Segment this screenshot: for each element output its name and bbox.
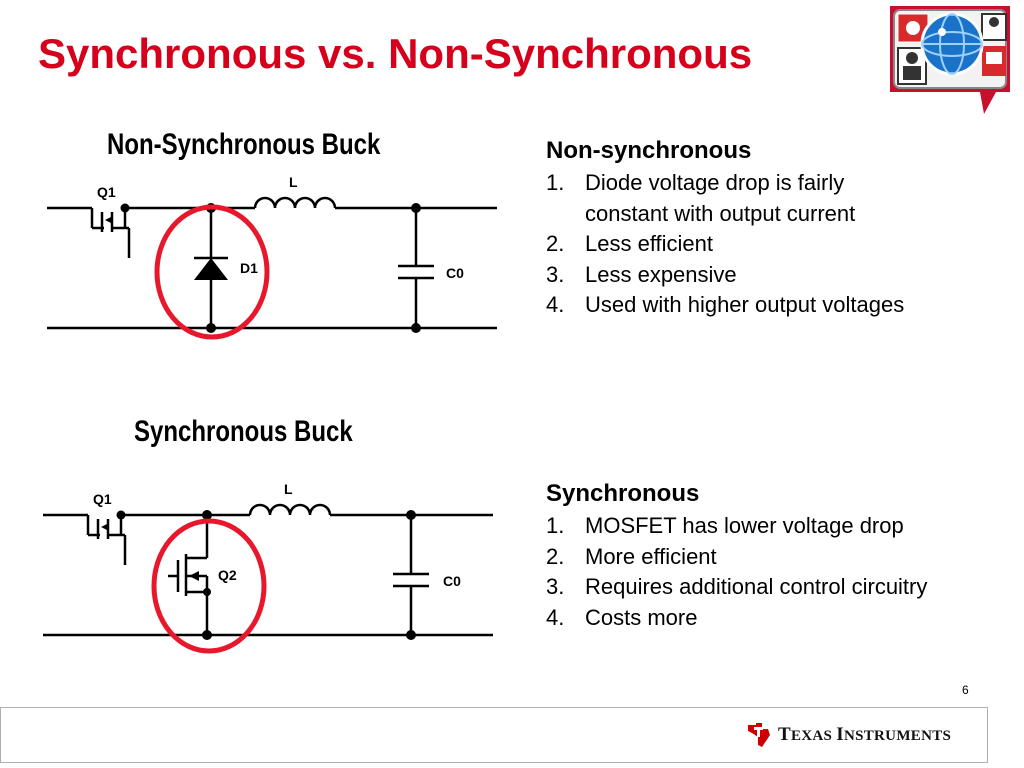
diode-label: D1 [240,260,258,276]
list-item: 2. Less efficient [546,231,714,256]
slide-title: Synchronous vs. Non-Synchronous [38,30,753,77]
sync-description: Synchronous 1. MOSFET has lower voltage … [546,480,927,633]
list-item: 1. Diode voltage drop is fairly constant… [546,170,856,226]
q2-label: Q2 [218,567,237,583]
ti-wordmark: TEXAS INSTRUMENTS [778,724,952,745]
sync-circuit-title: Synchronous Buck [134,415,353,448]
inductor-label: L [289,174,298,190]
e2e-community-logo-icon [890,6,1010,114]
list-item: 2. More efficient [546,543,717,569]
list-item: 1. MOSFET has lower voltage drop [546,513,904,538]
non-sync-description: Non-synchronous 1. Diode voltage drop is… [546,137,904,321]
sync-heading: Synchronous [546,480,700,507]
footer-bar [0,707,988,763]
non-sync-highlight-circle [154,204,270,340]
sync-q1-label: Q1 [93,491,112,507]
non-sync-circuit-title: Non-Synchronous Buck [107,128,381,161]
page-number: 6 [962,683,969,697]
sync-inductor-label: L [284,481,293,497]
sync-buck-schematic: Q1 L Q2 C0 [43,481,493,654]
q1-label: Q1 [97,184,116,200]
list-item: 3. Less expensive [546,261,737,287]
capacitor-label: C0 [446,265,464,281]
list-item: 4. Used with higher output voltages [546,292,905,317]
sync-highlight-circle [151,518,267,654]
list-item: 3. Requires additional control circuitry [546,574,928,599]
non-sync-buck-schematic: Q1 L D1 C0 [47,174,497,340]
sync-capacitor-label: C0 [443,573,461,589]
ti-brand: TEXAS INSTRUMENTS [746,720,951,750]
non-sync-heading: Non-synchronous [546,137,752,164]
list-item: 4. Costs more [546,604,698,630]
ti-logo-icon [748,723,770,747]
